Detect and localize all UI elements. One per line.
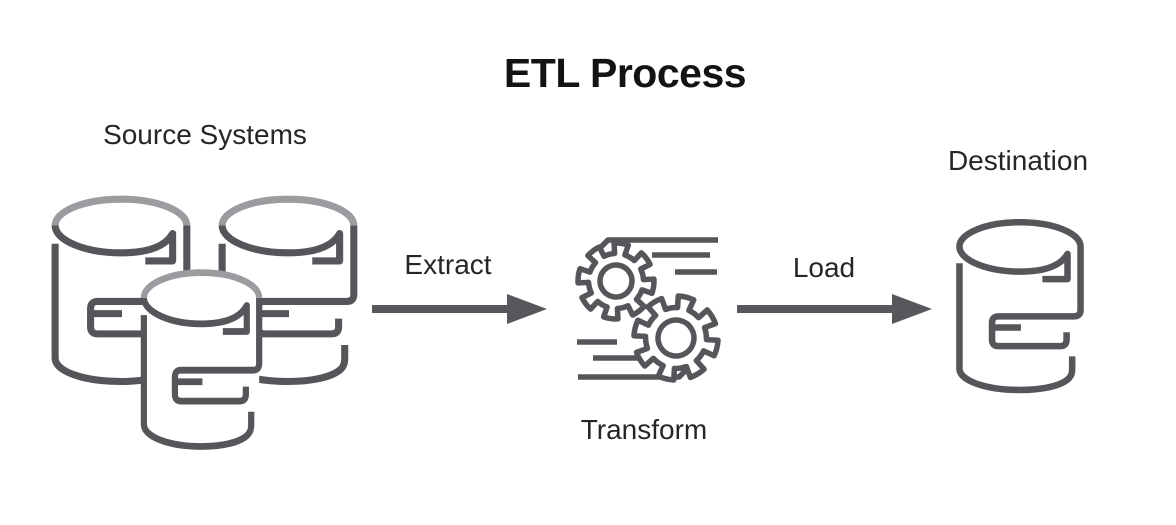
load-edge-label: Load xyxy=(792,252,856,283)
destination-label: Destination xyxy=(947,145,1089,176)
destination-database xyxy=(959,222,1080,391)
gears-icon xyxy=(575,237,721,383)
source-database-front xyxy=(144,273,259,448)
gear-small xyxy=(575,240,657,322)
transform-label: Transform xyxy=(580,414,708,445)
database-icon xyxy=(950,212,1090,403)
gear-large xyxy=(631,293,721,383)
database-cluster-icon xyxy=(40,185,370,485)
load-arrow-icon xyxy=(737,294,932,324)
source-systems-label: Source Systems xyxy=(103,119,307,150)
extract-edge-label: Extract xyxy=(404,249,492,280)
extract-arrow-icon xyxy=(372,294,547,324)
diagram-title: ETL Process xyxy=(503,50,747,96)
